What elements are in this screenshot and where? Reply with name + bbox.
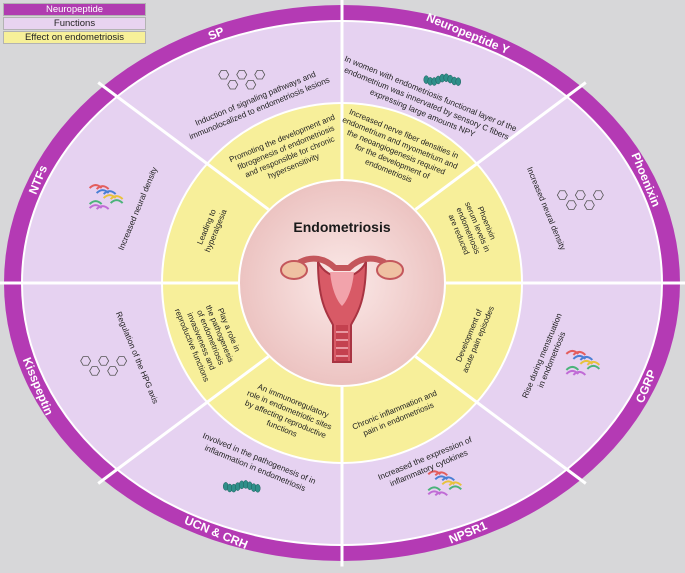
sector-divider-6 xyxy=(97,355,270,485)
neuropeptide-name-1: SP xyxy=(206,24,226,43)
protein-structure-icon xyxy=(565,349,601,376)
molecule-structure-icon xyxy=(218,69,266,90)
peptide-helix-icon xyxy=(423,73,462,86)
protein-structure-icon xyxy=(427,470,462,497)
molecule-illustrations xyxy=(80,69,604,497)
protein-structure-icon xyxy=(88,184,124,210)
molecule-structure-icon xyxy=(80,356,128,376)
sector-divider-2 xyxy=(414,81,587,211)
legend-functions: Functions xyxy=(3,17,146,30)
peptide-helix-icon xyxy=(222,480,261,493)
legend-neuropeptide: Neuropeptide xyxy=(3,3,146,16)
legend: Neuropeptide Functions Effect on endomet… xyxy=(3,3,146,45)
sector-divider-4 xyxy=(414,355,587,485)
molecule-structure-icon xyxy=(556,190,604,210)
center-title: Endometriosis xyxy=(293,219,390,235)
legend-effect: Effect on endometriosis xyxy=(3,31,146,44)
sector-divider-8 xyxy=(97,81,270,211)
uterus-icon xyxy=(280,255,404,363)
